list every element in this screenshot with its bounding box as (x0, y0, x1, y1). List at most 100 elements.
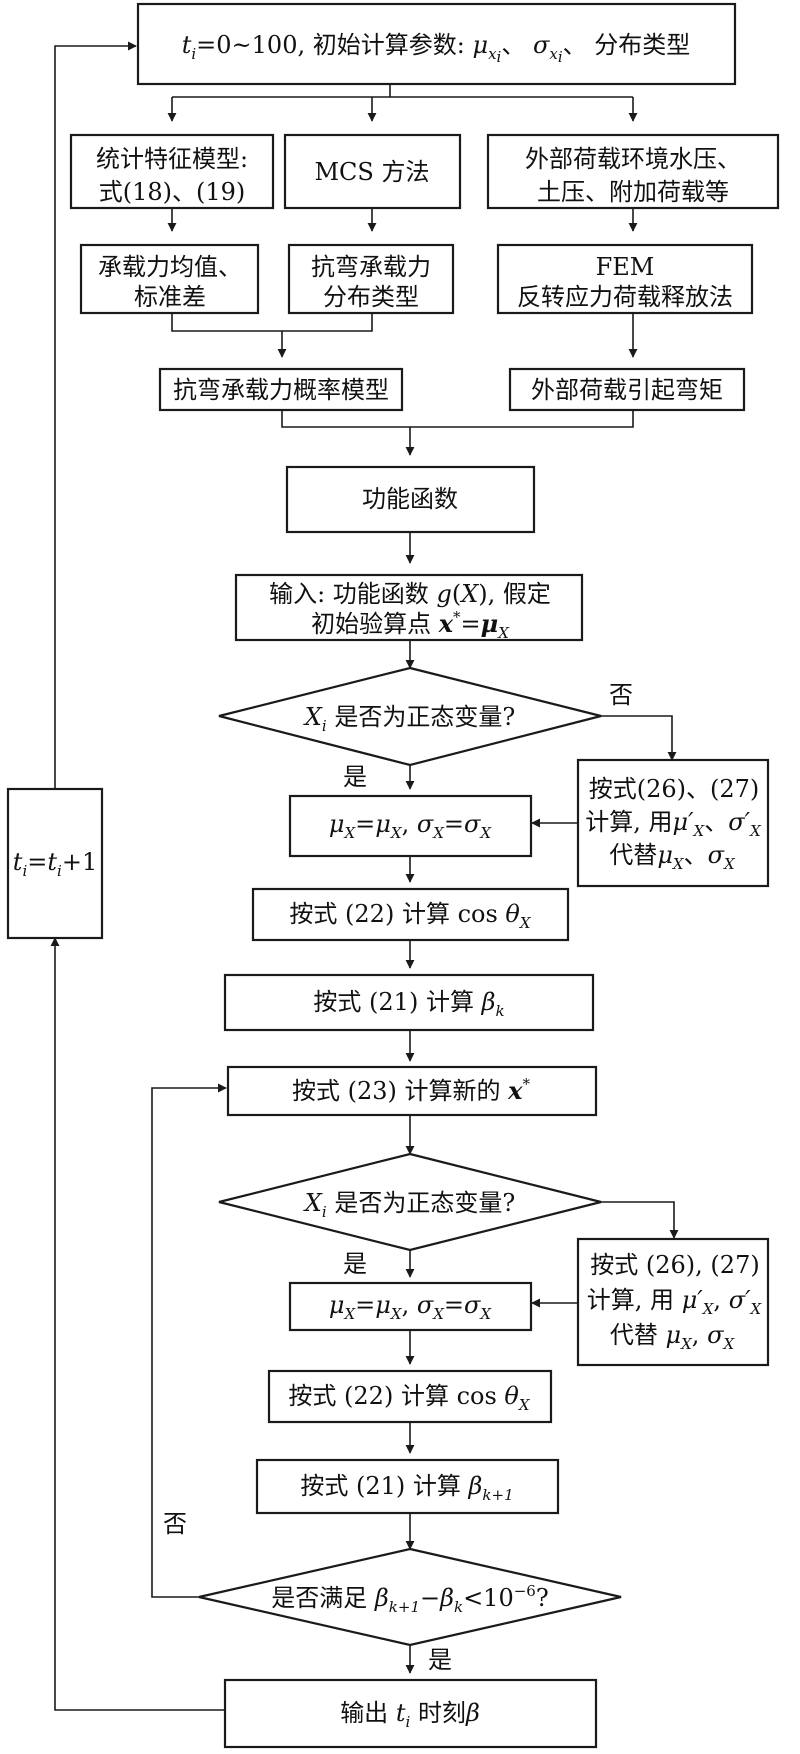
node-func-box (285, 465, 536, 534)
node-cos-2-text: 按式 (22) 计算 cos θX (288, 1382, 530, 1414)
edge-increment-to-init (54, 41, 137, 789)
node-decision-3-diamond (198, 1547, 622, 1647)
node-musigma-1-box (288, 794, 533, 858)
node-decision-3-text: 是否满足 βk+1−βk<10−6? (271, 1582, 548, 1616)
node-stat-model-box (69, 133, 275, 210)
connectors (50, 41, 679, 1711)
node-subst-1-line2: 计算, 用μ′X、σ′X (585, 808, 762, 840)
node-mean-std-box (79, 243, 260, 315)
node-decision-2-diamond (218, 1152, 602, 1252)
node-subst-2-box (576, 1237, 770, 1367)
node-prob-model-text: 抗弯承载力概率模型 (173, 376, 389, 404)
node-beta-k-text: 按式 (21) 计算 βk (313, 988, 504, 1020)
node-input-line2: 初始验算点 x*=μX (311, 608, 510, 642)
node-func: 功能函数 (285, 465, 536, 534)
node-decision-3: 是否满足 βk+1−βk<10−6? (198, 1547, 622, 1647)
node-increment-text: ti=ti+1 (13, 848, 97, 880)
node-dist-type-line2: 分布类型 (323, 283, 419, 311)
node-mcs-box (283, 133, 462, 210)
edge-merge-func (281, 410, 634, 428)
node-beta-k-box (223, 973, 595, 1032)
node-prob-model: 抗弯承载力概率模型 (158, 367, 404, 412)
node-cos-2-box (267, 1369, 553, 1424)
node-newx-box (226, 1065, 598, 1117)
node-subst-2-line2: 计算, 用 μ′X, σ′X (587, 1286, 763, 1318)
node-input: 输入: 功能函数 g(X), 假定 初始验算点 x*=μX (234, 573, 584, 642)
node-cos-1: 按式 (22) 计算 cos θX (251, 887, 570, 942)
node-output-box (223, 1678, 598, 1749)
node-stat-model-line2: 式(18)、(19) (99, 178, 246, 206)
edge-label-yes-1: 是 (343, 763, 367, 791)
edge-dec3-no-loop (151, 1083, 227, 1598)
node-init: ti=0~100, 初始计算参数: μxi、 σxi、 分布类型 (136, 2, 737, 86)
edge-label-yes-3: 是 (428, 1646, 452, 1674)
node-cos-1-text: 按式 (22) 计算 cos θX (289, 900, 531, 932)
edge-label-no-3: 否 (163, 1510, 187, 1538)
node-stat-model: 统计特征模型: 式(18)、(19) (69, 133, 275, 210)
node-dist-type: 抗弯承载力 分布类型 (287, 243, 455, 315)
node-subst-1-line3: 代替μX、σX (609, 841, 736, 873)
node-dist-type-line1: 抗弯承载力 (311, 253, 431, 281)
node-subst-2-line1: 按式 (26), (27) (590, 1251, 759, 1279)
node-fem-box (496, 243, 754, 315)
node-newx-text: 按式 (23) 计算新的 x* (292, 1075, 530, 1105)
node-decision-2: Xi 是否为正态变量? (218, 1152, 602, 1252)
node-fem: FEM 反转应力荷载释放法 (496, 243, 754, 315)
node-moment: 外部荷载引起弯矩 (508, 367, 746, 412)
node-input-box (234, 573, 584, 642)
node-external-load-box (486, 133, 780, 210)
node-external-load-line2: 土压、附加荷载等 (537, 178, 729, 206)
node-prob-model-box (158, 367, 404, 412)
node-moment-box (508, 367, 746, 412)
edge-dec2-no (601, 1201, 679, 1239)
node-subst-1-line1: 按式(26)、(27) (589, 775, 760, 803)
node-beta-k1-text: 按式 (21) 计算 βk+1 (300, 1472, 513, 1504)
node-musigma-1-text: μX=μX, σX=σX (329, 810, 493, 842)
node-subst-2-line3: 代替 μX, σX (610, 1321, 736, 1353)
edge-merge-prob (171, 313, 373, 332)
node-cos-2: 按式 (22) 计算 cos θX (267, 1369, 553, 1424)
node-decision-1-text: Xi 是否为正态变量? (303, 703, 515, 735)
node-moment-text: 外部荷载引起弯矩 (531, 376, 723, 404)
node-subst-1-box (576, 758, 770, 888)
node-init-text: ti=0~100, 初始计算参数: μxi、 σxi、 分布类型 (182, 31, 691, 66)
node-decision-1: Xi 是否为正态变量? (218, 666, 602, 767)
node-increment-box (6, 787, 104, 940)
node-musigma-1: μX=μX, σX=σX (288, 794, 533, 858)
edge-dec1-no (601, 715, 677, 761)
node-beta-k: 按式 (21) 计算 βk (223, 973, 595, 1032)
node-decision-1-diamond (218, 666, 602, 767)
edge-label-no-1: 否 (609, 681, 633, 709)
node-dist-type-box (287, 243, 455, 315)
node-fem-line1: FEM (596, 253, 655, 281)
node-musigma-2-text: μX=μX, σX=σX (329, 1291, 493, 1323)
node-decision-2-text: Xi 是否为正态变量? (303, 1189, 515, 1221)
node-mean-std: 承载力均值、 标准差 (79, 243, 260, 315)
node-init-box (136, 2, 737, 86)
node-mcs-text: MCS 方法 (314, 158, 429, 186)
node-beta-k1: 按式 (21) 计算 βk+1 (255, 1458, 560, 1515)
node-increment: ti=ti+1 (6, 787, 104, 940)
node-musigma-2-box (288, 1281, 533, 1332)
node-func-text: 功能函数 (362, 485, 458, 513)
node-external-load-line1: 外部荷载环境水压、 (525, 145, 741, 173)
node-fem-line2: 反转应力荷载释放法 (517, 283, 733, 311)
node-output: 输出 ti 时刻β (223, 1678, 598, 1749)
edge-label-yes-2: 是 (343, 1250, 367, 1278)
node-input-line1: 输入: 功能函数 g(X), 假定 (269, 580, 551, 608)
node-mean-std-line2: 标准差 (134, 283, 206, 311)
node-newx: 按式 (23) 计算新的 x* (226, 1065, 598, 1117)
node-mean-std-line1: 承载力均值、 (98, 253, 242, 281)
node-external-load: 外部荷载环境水压、 土压、附加荷载等 (486, 133, 780, 210)
node-musigma-2: μX=μX, σX=σX (288, 1281, 533, 1332)
node-subst-2: 按式 (26), (27) 计算, 用 μ′X, σ′X 代替 μX, σX (576, 1237, 770, 1367)
node-stat-model-line1: 统计特征模型: (96, 145, 248, 173)
node-mcs: MCS 方法 (283, 133, 462, 210)
edge-output-to-increment (50, 937, 225, 1711)
node-beta-k1-box (255, 1458, 560, 1515)
node-subst-1: 按式(26)、(27) 计算, 用μ′X、σ′X 代替μX、σX (576, 758, 770, 888)
node-output-text: 输出 ti 时刻β (340, 1699, 480, 1731)
node-cos-1-box (251, 887, 570, 942)
